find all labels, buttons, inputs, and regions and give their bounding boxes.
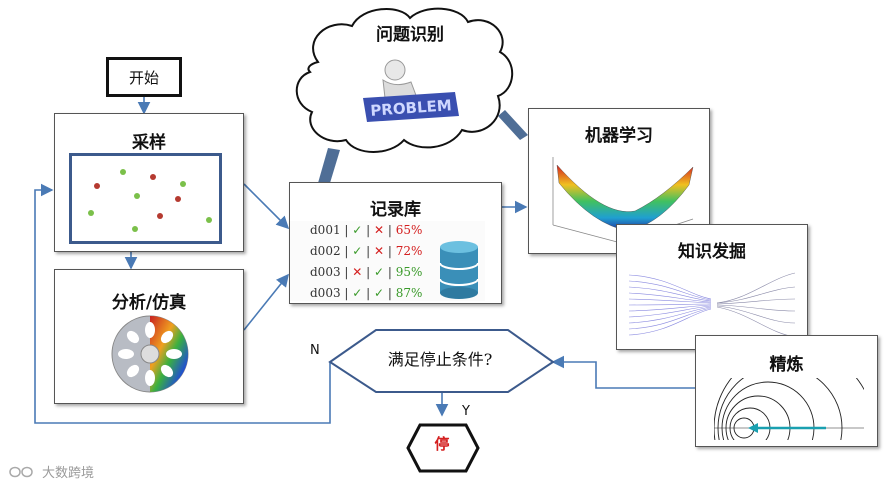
- sample-point-green: [134, 193, 140, 199]
- cloud-link-left: [318, 148, 340, 183]
- sample-point-green: [88, 210, 94, 216]
- watermark: 大数跨境: [8, 462, 94, 481]
- watermark-text: 大数跨境: [42, 466, 95, 481]
- problem-sign-image: PROBLEM: [363, 59, 459, 122]
- record-row: d003 | ✓ | ✓ | 87%: [310, 286, 423, 300]
- km-box: 知识发掘: [616, 224, 808, 350]
- sampling-title: 采样: [132, 133, 166, 153]
- refine-title: 精炼: [769, 355, 804, 375]
- sample-point-red: [157, 213, 163, 219]
- refine-box: 精炼: [695, 335, 878, 447]
- arrow-sampling-to-records: [243, 183, 290, 230]
- contour-image: [714, 378, 864, 440]
- yes-branch-label: Y: [462, 404, 470, 419]
- problem-title: 问题识别: [376, 25, 444, 45]
- problem-cloud: [295, 7, 514, 153]
- sample-point-green: [120, 169, 126, 175]
- records-box: 记录库 d001 | ✓ | ✕ | 65% d002 | ✓ | ✕ | 72…: [289, 182, 502, 304]
- database-icon: [439, 241, 479, 299]
- decision-label: 满足停止条件?: [387, 350, 493, 369]
- problem-sign-text: PROBLEM: [370, 96, 453, 120]
- fea-wheel-image: [111, 315, 189, 393]
- ml-title: 机器学习: [585, 126, 653, 146]
- record-row: d003 | ✕ | ✓ | 95%: [310, 265, 423, 279]
- arrow-refine-to-decision: [551, 355, 695, 389]
- stop-shape: [406, 423, 480, 473]
- records-table: d001 | ✓ | ✕ | 65% d002 | ✓ | ✕ | 72% d0…: [290, 221, 485, 301]
- record-row: d001 | ✓ | ✕ | 65%: [310, 223, 423, 237]
- decision-shape: [328, 329, 555, 393]
- sample-point-red: [150, 174, 156, 180]
- sample-point-green: [180, 181, 186, 187]
- record-row: d002 | ✓ | ✕ | 72%: [310, 244, 423, 258]
- flow-lines-image: [629, 272, 796, 338]
- arrow-analysis-to-records: [243, 273, 289, 331]
- watermark-logo-icon: [9, 466, 33, 477]
- sample-space: [69, 153, 222, 244]
- cloud-link-right: [498, 110, 528, 140]
- sample-point-green: [206, 217, 212, 223]
- km-title: 知识发掘: [678, 242, 746, 262]
- arrow-no-loop-back: [34, 183, 331, 424]
- analysis-box: 分析/仿真: [54, 269, 244, 404]
- sampling-box: 采样: [54, 113, 244, 252]
- no-branch-label: N: [310, 343, 320, 358]
- analysis-title: 分析/仿真: [111, 293, 187, 313]
- sample-point-green: [132, 226, 138, 232]
- sample-point-red: [94, 183, 100, 189]
- records-title: 记录库: [370, 200, 421, 220]
- stop-label: 停: [434, 435, 450, 453]
- sample-point-red: [175, 196, 181, 202]
- start-node: 开始: [106, 57, 182, 97]
- start-label: 开始: [128, 68, 159, 87]
